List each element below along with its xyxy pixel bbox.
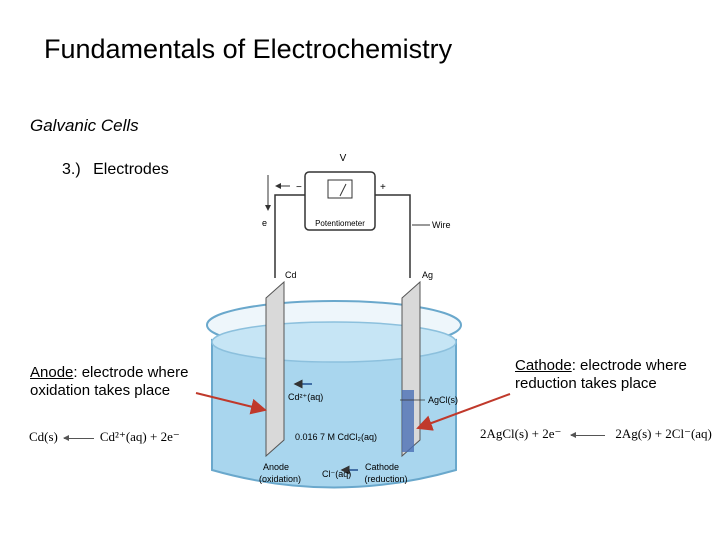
potentiometer-label: Potentiometer <box>315 219 365 228</box>
cl-ion-label: Cl⁻(aq) <box>322 469 351 479</box>
anode-eq-right: Cd²⁺(aq) + 2e⁻ <box>99 429 180 444</box>
slide-subtitle: Galvanic Cells <box>30 116 139 135</box>
cathode-definition: Cathode: electrode where reduction takes… <box>515 357 705 393</box>
agcl-label: AgCl(s) <box>428 395 458 405</box>
anode-eq-left: Cd(s) <box>29 429 58 444</box>
anode-equation: Cd(s) Cd²⁺(aq) + 2e⁻ <box>29 429 180 445</box>
slide-title: Fundamentals of Electrochemistry <box>44 34 453 64</box>
meter-needle-icon <box>339 183 347 197</box>
cathode-electrode-label: Cathode <box>365 462 399 472</box>
item-number: 3.) <box>62 161 81 178</box>
anode-term: Anode <box>30 364 74 381</box>
anode-description: : electrode where oxidation takes place <box>30 364 189 399</box>
wire-right <box>375 194 411 278</box>
wire-label: Wire <box>432 220 451 230</box>
reaction-arrow-icon <box>570 431 606 438</box>
list-item: 3.) Electrodes <box>62 161 169 179</box>
galvanic-cell-diagram: V Potentiometer − + e Wire Cd Ag Cd²⁺(aq… <box>206 153 462 489</box>
voltmeter-label: V <box>340 153 347 164</box>
cathode-pointer-arrow-icon <box>416 393 511 431</box>
anode-electrode-label: Anode <box>263 462 289 472</box>
agcl-coating <box>402 390 414 452</box>
plus-sign: + <box>380 182 386 193</box>
cd-label: Cd <box>285 270 297 280</box>
reaction-arrow-icon <box>62 434 94 441</box>
electron-label: e <box>262 218 267 228</box>
potentiometer <box>304 171 376 231</box>
cathode-term: Cathode <box>515 357 572 374</box>
cathode-eq-left: 2AgCl(s) + 2e⁻ <box>480 426 562 441</box>
cd-ion-label: Cd²⁺(aq) <box>288 392 323 402</box>
ag-label: Ag <box>422 270 433 280</box>
cathode-description: : electrode where reduction takes place <box>515 357 687 392</box>
cathode-eq-right: 2Ag(s) + 2Cl⁻(aq) <box>615 426 712 441</box>
cathode-equation: 2AgCl(s) + 2e⁻ 2Ag(s) + 2Cl⁻(aq) <box>480 426 712 442</box>
anode-pointer-arrow-icon <box>195 392 267 415</box>
item-text: Electrodes <box>93 161 169 178</box>
minus-sign: − <box>296 182 302 193</box>
solution-label: 0.016 7 M CdCl₂(aq) <box>295 432 377 442</box>
cathode-electrode-sub: (reduction) <box>364 474 407 484</box>
anode-electrode-sub: (oxidation) <box>259 474 301 484</box>
wire-left <box>274 194 305 278</box>
anode-definition: Anode: electrode where oxidation takes p… <box>30 364 205 400</box>
